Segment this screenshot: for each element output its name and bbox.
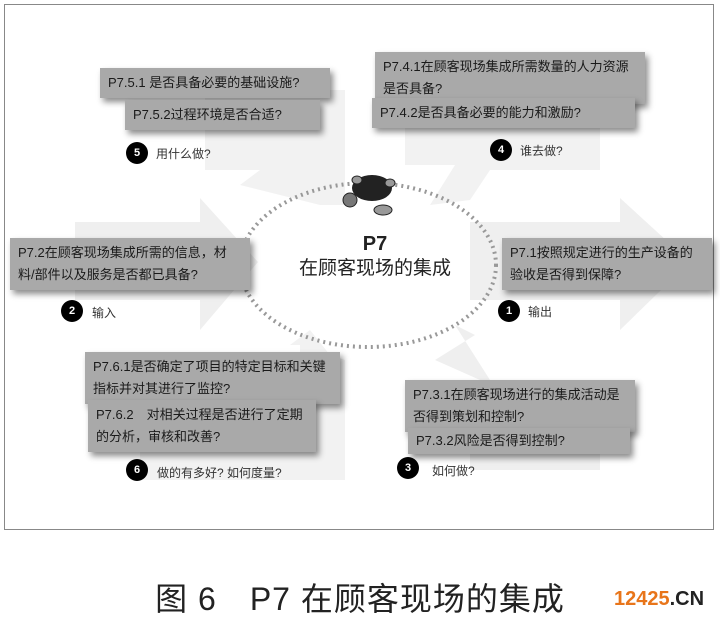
question-box-7-5-2: P7.5.2过程环境是否合适?	[125, 100, 320, 130]
step-badge-2: 2	[61, 300, 83, 322]
center-dotted-ellipse	[238, 181, 498, 349]
process-code: P7	[362, 233, 388, 255]
watermark-suffix: .CN	[669, 588, 705, 610]
figure-caption: 图 6 P7 在顾客现场的集成	[155, 581, 565, 617]
step-label-5: 用什么做?	[156, 147, 211, 161]
question-box-7-5-1: P7.5.1 是否具备必要的基础设施?	[100, 68, 330, 98]
watermark-number: 12425	[614, 588, 670, 610]
step-badge-4: 4	[490, 139, 512, 161]
center-process: P7 在顾客现场的集成	[275, 232, 475, 282]
step-label-3: 如何做?	[432, 464, 475, 478]
step-label-6: 做的有多好? 如何度量?	[157, 466, 282, 480]
turtle-icon	[342, 175, 396, 216]
question-box-7-1: P7.1按照规定进行的生产设备的验收是否得到保障?	[502, 238, 712, 290]
question-box-7-3-1: P7.3.1在顾客现场进行的集成活动是否得到策划和控制?	[405, 380, 635, 432]
step-label-4: 谁去做?	[520, 144, 563, 158]
step-badge-1: 1	[498, 300, 520, 322]
step-label-1: 输出	[528, 305, 553, 319]
process-title: 在顾客现场的集成	[298, 258, 451, 279]
question-box-7-4-1: P7.4.1在顾客现场集成所需数量的人力资源是否具备?	[375, 52, 645, 104]
question-box-7-6-1: P7.6.1是否确定了项目的特定目标和关键指标并对其进行了监控?	[85, 352, 340, 404]
watermark: 12425.CN	[614, 588, 704, 611]
question-box-7-6-2: P7.6.2 对相关过程是否进行了定期的分析，审核和改善?	[88, 400, 316, 452]
step-label-2: 输入	[92, 306, 117, 320]
question-box-7-3-2: P7.3.2风险是否得到控制?	[408, 428, 630, 454]
step-badge-5: 5	[126, 142, 148, 164]
question-box-7-2: P7.2在顾客现场集成所需的信息，材料/部件以及服务是否都已具备?	[10, 238, 250, 290]
question-box-7-4-2: P7.4.2是否具备必要的能力和激励?	[372, 98, 635, 128]
step-badge-6: 6	[126, 459, 148, 481]
step-badge-3: 3	[397, 457, 419, 479]
